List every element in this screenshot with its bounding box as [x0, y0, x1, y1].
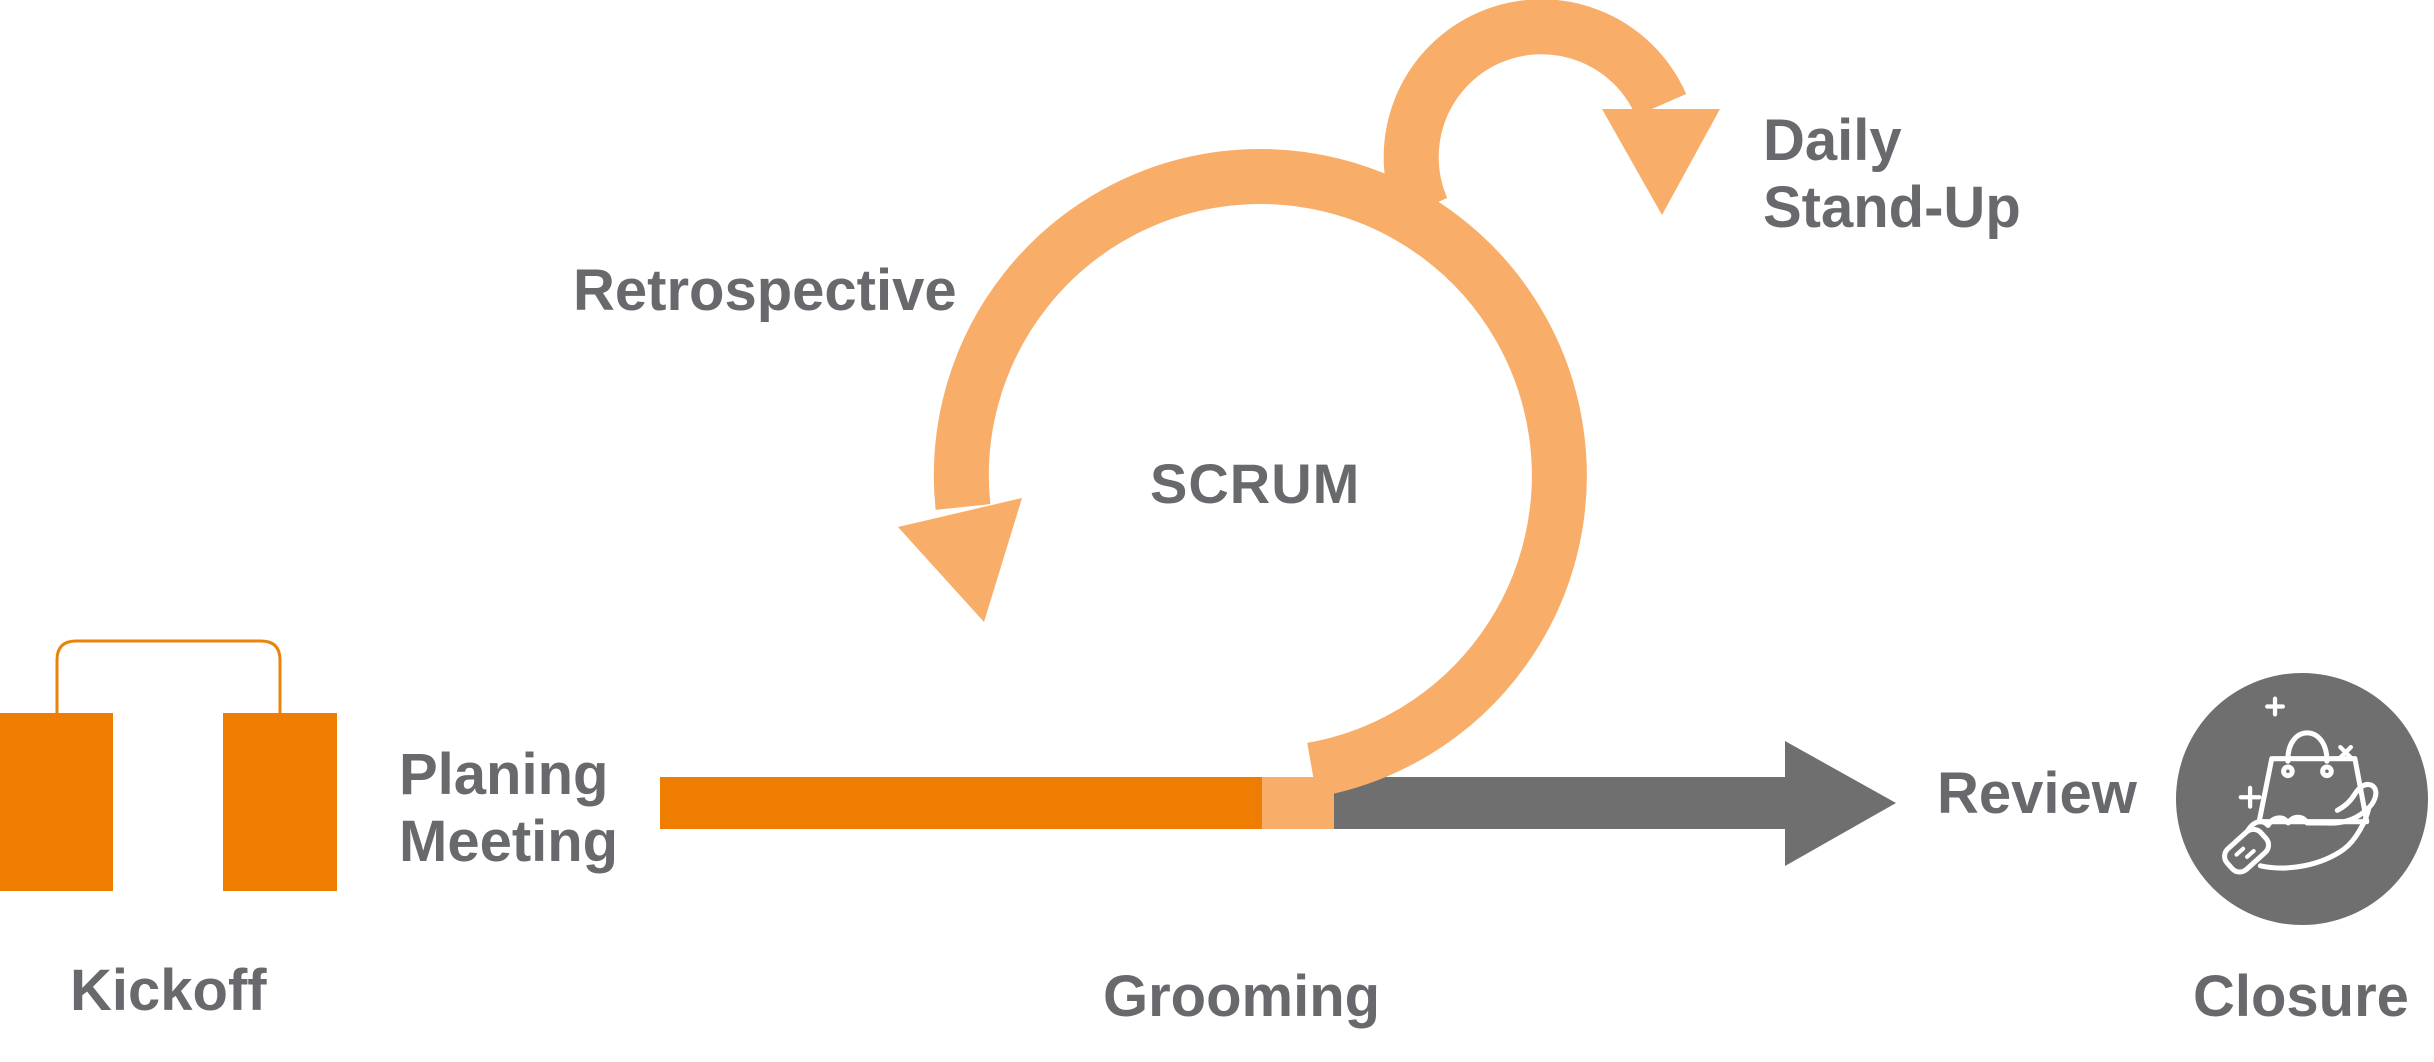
closure-icon-line-art [2222, 696, 2379, 875]
sprint-big-loop-arc [933, 149, 1587, 798]
planing-meeting-label-line1: Planing [399, 742, 609, 807]
daily-standup-label-line1: Daily [1763, 108, 1902, 173]
kickoff-icon-right-block [223, 713, 337, 891]
daily-standup-label: Daily Stand-Up [1763, 107, 2021, 241]
planning-timeline-segment [660, 777, 1262, 829]
sparkle-cross-icon [2338, 744, 2354, 760]
bag-handle-left-eyelet [2281, 764, 2295, 779]
hand-palm-outline [2245, 782, 2379, 834]
shopping-bag-handle [2285, 730, 2330, 764]
review-arrowhead [1785, 741, 1896, 866]
daily-standup-arrowhead [1602, 109, 1720, 215]
scrum-center-label: SCRUM [1150, 452, 1361, 515]
kickoff-icon-handle [55, 639, 282, 715]
hand-bottom-outline [2257, 805, 2372, 871]
retrospective-label: Retrospective [573, 258, 957, 323]
closure-label: Closure [2193, 964, 2409, 1029]
closure-bag-in-hand-icon [2176, 673, 2428, 925]
planing-meeting-label-line2: Meeting [399, 809, 619, 874]
planing-meeting-label: Planing Meeting [399, 741, 618, 875]
daily-standup-label-line2: Stand-Up [1763, 175, 2021, 240]
retrospective-arrowhead [898, 498, 1022, 622]
grooming-label: Grooming [1103, 964, 1381, 1029]
kickoff-label: Kickoff [70, 958, 267, 1023]
sprint-loop [898, 0, 1720, 829]
hand-cuff-stripes [2234, 846, 2256, 859]
kickoff-icon-left-block [0, 713, 113, 891]
hand-cuff [2222, 826, 2272, 875]
closure-icon-circle [2176, 673, 2428, 925]
daily-standup-loop-arc [1383, 0, 1687, 220]
sparkle-plus-left-icon [2238, 785, 2262, 809]
hand-cuff-rect [2222, 826, 2272, 875]
review-label: Review [1937, 761, 2137, 826]
sparkle-plus-top-icon [2265, 696, 2285, 717]
kickoff-blocks-icon [0, 639, 337, 891]
bag-handle-right-eyelet [2320, 764, 2334, 779]
